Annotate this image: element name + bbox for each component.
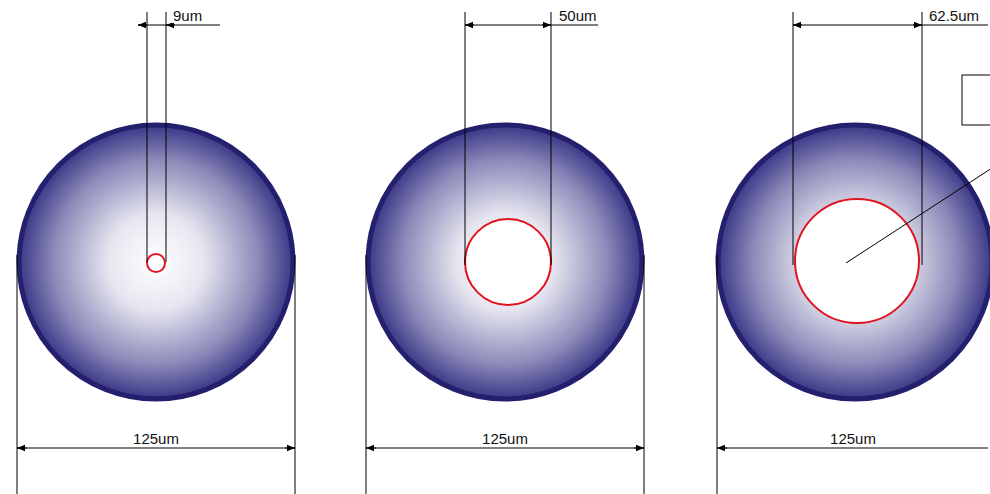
cladding xyxy=(19,125,293,399)
dimension-label: 50um xyxy=(558,8,598,23)
dimension-label: 125um xyxy=(132,431,180,446)
dimension-label: 9um xyxy=(172,8,203,23)
core xyxy=(465,219,551,305)
dimension-lines xyxy=(17,12,988,494)
cladding xyxy=(718,125,990,399)
dimension-label: 125um xyxy=(829,431,877,446)
leader-line xyxy=(846,168,990,263)
dimension-label: 62.5um xyxy=(928,8,980,23)
cladding xyxy=(368,125,642,399)
core xyxy=(795,199,919,323)
core xyxy=(147,254,165,272)
callout-box xyxy=(962,75,990,125)
dimension-label: 125um xyxy=(481,431,529,446)
